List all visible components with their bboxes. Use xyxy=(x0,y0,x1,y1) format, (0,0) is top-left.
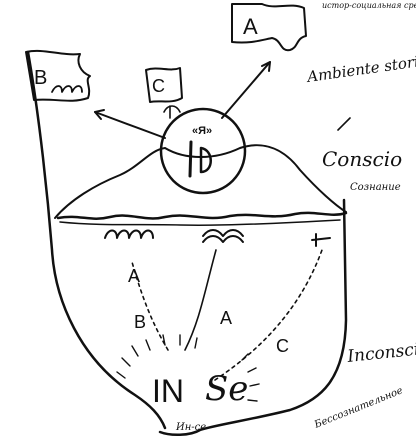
ambiente-label: Ambiente storico xyxy=(304,50,416,86)
ego-d-stroke xyxy=(201,148,211,172)
path-b-label: B xyxy=(134,312,146,332)
symbol-c-mark xyxy=(312,234,330,246)
core-in-label: IN xyxy=(152,373,184,409)
box-b-label: B xyxy=(34,67,47,89)
path-a-upper-label: A xyxy=(128,266,140,286)
core-se-label: Se xyxy=(205,369,248,409)
symbol-a-waves xyxy=(203,230,243,242)
water-line xyxy=(58,213,346,219)
inconscio-label: Inconscio xyxy=(345,338,416,367)
path-a-lower-label: A xyxy=(220,308,232,328)
symbol-b-loops xyxy=(105,231,153,239)
conscio-tick xyxy=(338,118,350,130)
vessel-right-wall xyxy=(160,200,346,435)
arrow-to-a xyxy=(222,62,270,118)
box-a-label: A xyxy=(243,14,258,39)
box-c-label: C xyxy=(152,76,165,96)
ego-quote-label: «Я» xyxy=(192,125,212,137)
path-c-label: C xyxy=(276,336,289,356)
conscio-label: Conscio xyxy=(322,147,402,171)
path-a-line xyxy=(185,250,216,350)
bessoznatelnoe-label: Бессознательное xyxy=(312,385,404,431)
env-ru-label: истор-социальная среда xyxy=(322,1,416,10)
box-c-arc xyxy=(164,106,180,112)
water-ripple xyxy=(60,220,340,225)
arrow-to-b xyxy=(95,112,165,138)
soznanie-label: Сознание xyxy=(350,182,401,193)
core-in-se-label: Ин-се xyxy=(175,422,206,433)
ego-bar-stroke xyxy=(190,142,191,176)
box-b-loops xyxy=(52,86,82,92)
vessel-left-wall xyxy=(28,52,165,428)
